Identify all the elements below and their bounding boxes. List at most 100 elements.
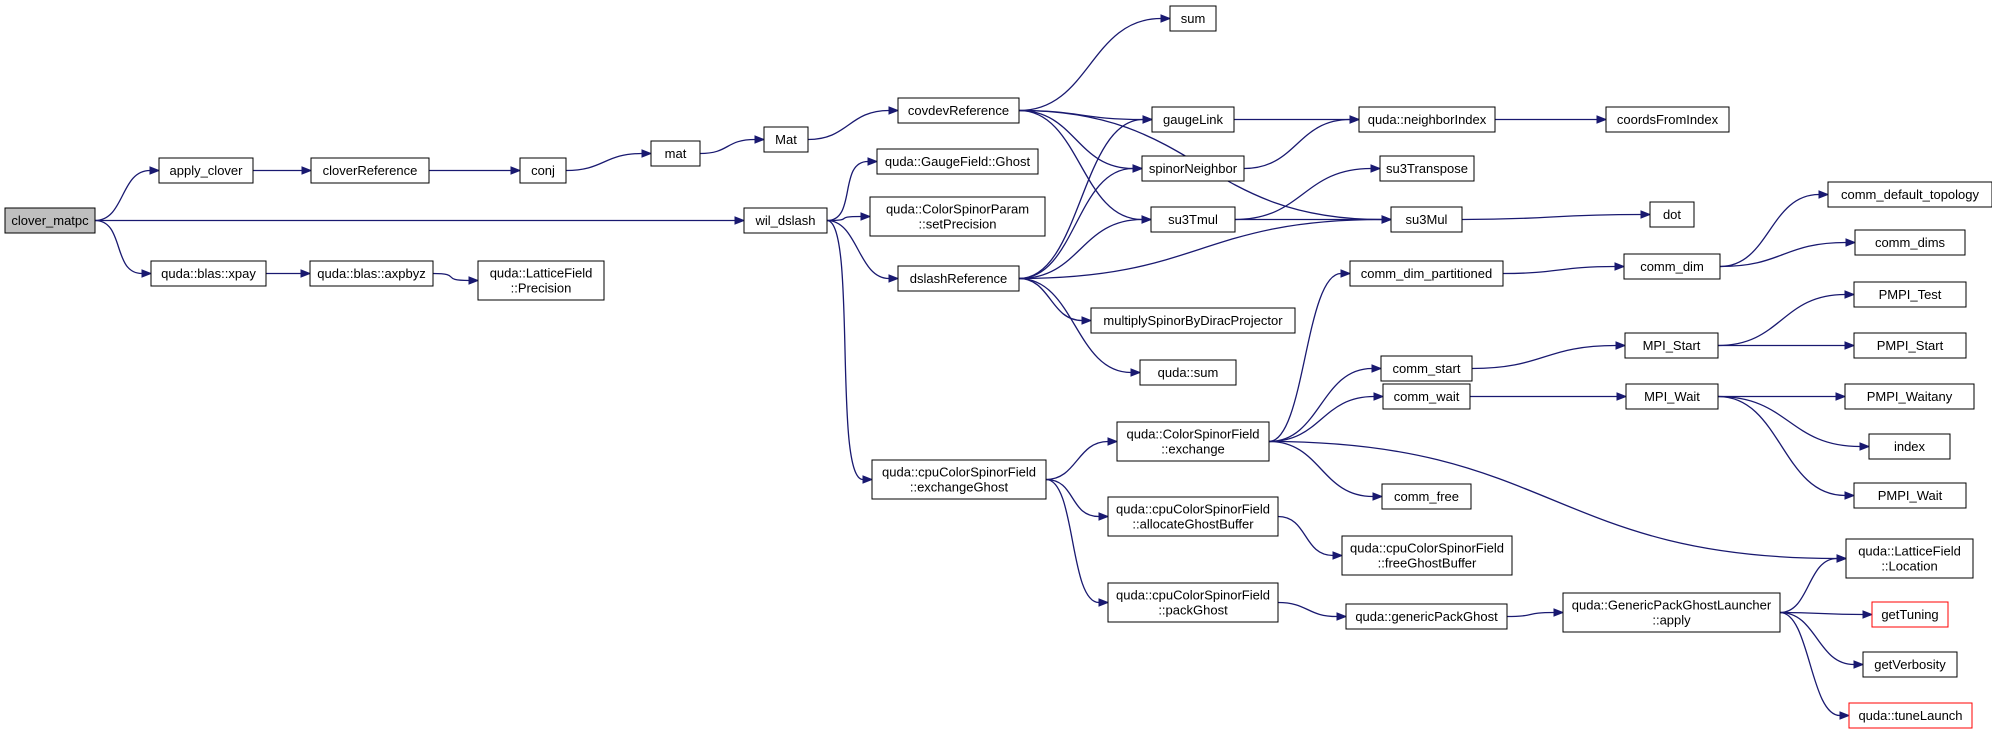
node-pmpi-start[interactable]: PMPI_Start [1853,332,1967,359]
node-apply-clover[interactable]: apply_clover [158,157,254,184]
node-dot[interactable]: dot [1649,201,1695,228]
edge-dslash-reference-to-su3-mul [1018,215,1393,280]
edge-exchange-to-comm-start [1268,364,1383,443]
node-label: su3Transpose [1386,161,1468,176]
node-comm-dim-partitioned[interactable]: comm_dim_partitioned [1349,260,1504,287]
edge-mat-to-covdev-reference [807,106,900,141]
node-label: coordsFromIndex [1617,112,1719,127]
node-comm-wait[interactable]: comm_wait [1382,383,1471,410]
call-edges [94,14,1874,720]
edge-line [1277,515,1334,557]
edge-arrowhead [1130,368,1142,377]
edge-clover-matpc-to-wil-dslash [95,216,746,225]
node-conj[interactable]: conj [519,157,567,184]
node-clover-reference[interactable]: cloverReference [310,157,430,184]
node-comm-dim[interactable]: comm_dim [1623,253,1721,280]
edge-mpi-wait-to-pmpi-waitany [1718,392,1847,401]
node-label: dslashReference [910,271,1008,286]
node-box [1848,702,1973,729]
node-mpi-start[interactable]: MPI_Start [1624,332,1719,359]
node-label: quda::neighborIndex [1368,112,1487,127]
edge-line [1719,193,1820,268]
edge-launcher-apply-to-get-verbosity [1779,611,1865,669]
edge-line [1018,277,1083,322]
node-generic-pack-ghost[interactable]: quda::genericPackGhost [1345,603,1508,630]
node-lattice-field-precision[interactable]: quda::LatticeField::Precision [477,260,605,301]
node-label: covdevReference [908,103,1009,118]
node-get-verbosity[interactable]: getVerbosity [1862,651,1958,678]
node-label: quda::tuneLaunch [1858,708,1962,723]
node-get-tuning[interactable]: getTuning [1871,601,1949,628]
edge-line [1018,277,1132,374]
node-pmpi-wait[interactable]: PMPI_Wait [1853,482,1967,509]
edge-wil-dslash-to-exchange-ghost [826,219,874,484]
edge-arrowhead [1614,262,1626,271]
edge-line [1506,611,1555,618]
node-index[interactable]: index [1868,433,1951,460]
node-coords-from-index[interactable]: coordsFromIndex [1605,106,1730,133]
node-su3-mul[interactable]: su3Mul [1390,206,1463,233]
node-box [1562,592,1781,633]
edge-arrowhead [1839,711,1851,720]
node-launcher-apply[interactable]: quda::GenericPackGhostLauncher::apply [1562,592,1781,633]
node-dslash-reference[interactable]: dslashReference [897,265,1020,292]
node-tune-launch[interactable]: quda::tuneLaunch [1848,702,1973,729]
edge-arrowhead [1818,190,1830,199]
edge-mat-to-mat [699,135,766,155]
node-set-precision[interactable]: quda::ColorSpinorParam::setPrecision [869,196,1046,237]
node-neighbor-index[interactable]: quda::neighborIndex [1358,106,1496,133]
node-label: ::packGhost [1158,603,1228,618]
node-multiply-spinor[interactable]: multiplySpinorByDiracProjector [1090,307,1296,334]
node-quda-sum[interactable]: quda::sum [1139,359,1237,386]
node-sum[interactable]: sum [1169,5,1217,32]
edge-arrowhead [1836,554,1848,563]
edge-line [1471,344,1617,370]
node-free-ghost-buffer[interactable]: quda::cpuColorSpinorField::freeGhostBuff… [1341,535,1513,576]
node-clover-matpc[interactable]: clover_matpc [4,207,96,234]
node-label: quda::cpuColorSpinorField [882,465,1036,480]
node-mpi-wait[interactable]: MPI_Wait [1625,383,1719,410]
edge-line [1719,241,1847,268]
node-pmpi-test[interactable]: PMPI_Test [1853,281,1967,308]
node-xpay[interactable]: quda::blas::xpay [150,260,267,287]
node-exchange[interactable]: quda::ColorSpinorField::exchange [1116,421,1270,462]
edge-comm-start-to-mpi-start [1471,341,1627,370]
edge-line [1018,218,1383,280]
node-axpbyz[interactable]: quda::blas::axpbyz [309,260,434,287]
node-box [1649,201,1695,228]
node-comm-default-topology[interactable]: comm_default_topology [1827,181,1992,208]
node-box [897,265,1020,292]
edge-exchange-ghost-to-pack-ghost [1045,478,1110,607]
node-allocate-ghost-buffer[interactable]: quda::cpuColorSpinorField::allocateGhost… [1107,496,1279,537]
node-comm-free[interactable]: comm_free [1381,483,1472,510]
node-exchange-ghost[interactable]: quda::cpuColorSpinorField::exchangeGhost [871,459,1047,500]
node-box [876,148,1039,175]
node-su3-transpose[interactable]: su3Transpose [1379,155,1475,182]
node-box [743,207,828,234]
node-wil-dslash[interactable]: wil_dslash [743,207,828,234]
node-mat[interactable]: Mat [763,126,809,153]
node-pack-ghost[interactable]: quda::cpuColorSpinorField::packGhost [1107,582,1279,623]
edge-arrowhead [754,135,766,144]
node-box [1827,181,1992,208]
edge-clover-matpc-to-apply-clover [94,166,161,222]
node-label: MPI_Wait [1644,389,1700,404]
node-gauge-link[interactable]: gaugeLink [1151,106,1235,133]
edge-line [1045,478,1100,518]
node-box [1624,332,1719,359]
node-mat[interactable]: mat [650,140,701,167]
edge-neighbor-index-to-coords-from-index [1495,115,1608,124]
node-gauge-field-ghost[interactable]: quda::GaugeField::Ghost [876,148,1039,175]
node-box [309,260,434,287]
node-box [1349,260,1504,287]
node-comm-dims[interactable]: comm_dims [1854,229,1966,256]
node-covdev-reference[interactable]: covdevReference [897,97,1020,124]
edge-dslash-reference-to-spinor-neighbor [1018,164,1144,280]
node-box [1345,603,1508,630]
node-pmpi-waitany[interactable]: PMPI_Waitany [1844,383,1975,410]
edge-line [1779,611,1841,717]
node-su3-tmul[interactable]: su3Tmul [1150,206,1236,233]
node-comm-start[interactable]: comm_start [1380,355,1473,382]
node-spinor-neighbor[interactable]: spinorNeighbor [1141,155,1245,182]
node-lattice-field-location[interactable]: quda::LatticeField::Location [1845,538,1974,579]
